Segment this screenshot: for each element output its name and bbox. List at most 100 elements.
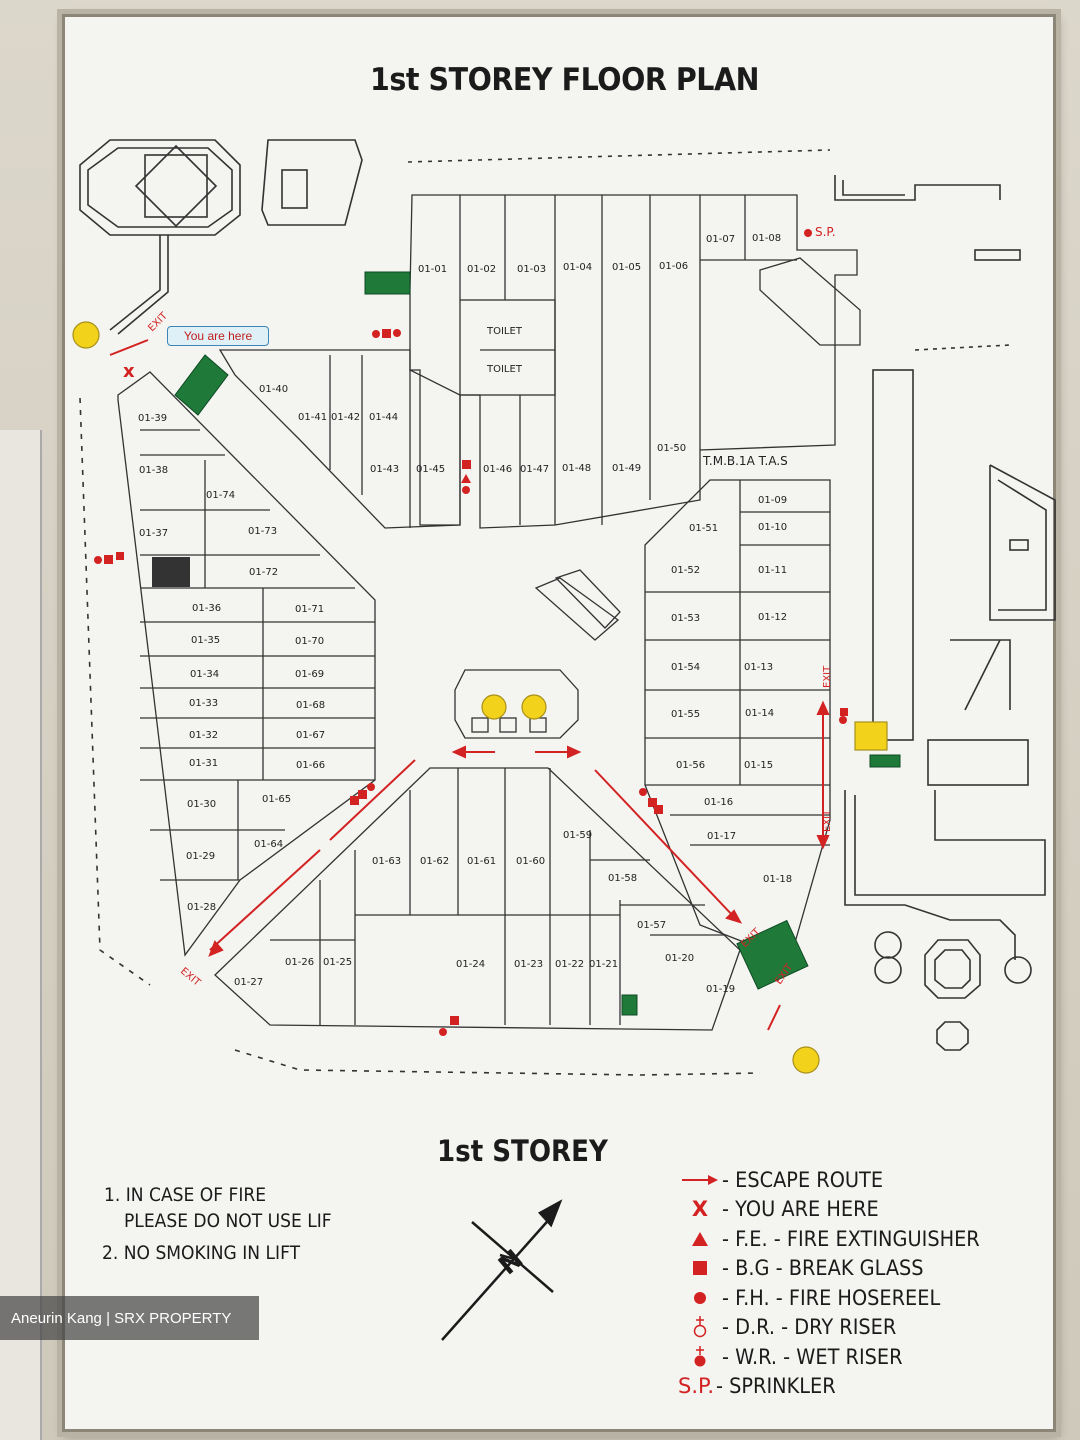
unit-label-01-31: 01-31 bbox=[189, 758, 218, 769]
exit-label-2: EXIT bbox=[822, 665, 833, 688]
unit-label-01-51: 01-51 bbox=[689, 523, 718, 534]
page-title: 1st STOREY FLOOR PLAN bbox=[370, 62, 760, 98]
unit-label-01-20: 01-20 bbox=[665, 953, 694, 964]
unit-label-01-30: 01-30 bbox=[187, 799, 216, 810]
unit-label-01-48: 01-48 bbox=[562, 463, 591, 474]
unit-label-01-45: 01-45 bbox=[416, 464, 445, 475]
unit-label-01-43: 01-43 bbox=[370, 464, 399, 475]
wet-riser-icon bbox=[678, 1345, 722, 1369]
adjacent-board-edge bbox=[0, 430, 42, 1440]
circle-icon bbox=[678, 1290, 722, 1306]
escape-arrow-icon bbox=[678, 1174, 722, 1186]
unit-label-01-39: 01-39 bbox=[138, 413, 167, 424]
exit-label-6: EXIT bbox=[178, 966, 203, 989]
unit-label-01-58: 01-58 bbox=[608, 873, 637, 884]
unit-label-01-47: 01-47 bbox=[520, 464, 549, 475]
unit-label-01-06: 01-06 bbox=[659, 261, 688, 272]
unit-label-01-41: 01-41 bbox=[298, 412, 327, 423]
lift-markers bbox=[72, 321, 888, 1074]
unit-label-01-12: 01-12 bbox=[758, 612, 787, 623]
unit-label-01-24: 01-24 bbox=[456, 959, 485, 970]
unit-label-01-56: 01-56 bbox=[676, 760, 705, 771]
stair-markers bbox=[174, 271, 901, 1016]
legend-row-escape: - ESCAPE ROUTE bbox=[678, 1166, 897, 1194]
legend-row-sprinkler: S.P. - SPRINKLER bbox=[678, 1374, 836, 1398]
unit-label-01-23: 01-23 bbox=[514, 959, 543, 970]
unit-label-01-53: 01-53 bbox=[671, 613, 700, 624]
escape-route-arrows bbox=[109, 339, 830, 1031]
unit-label-01-19: 01-19 bbox=[706, 984, 735, 995]
unit-label-01-52: 01-52 bbox=[671, 565, 700, 576]
unit-label-01-04: 01-04 bbox=[563, 262, 592, 273]
unit-label-01-07: 01-07 bbox=[706, 234, 735, 245]
unit-label-01-27: 01-27 bbox=[234, 977, 263, 988]
unit-label-01-63: 01-63 bbox=[372, 856, 401, 867]
shop-blocks bbox=[117, 194, 861, 1031]
tas-label: T.M.B.1A T.A.S bbox=[702, 454, 788, 468]
unit-label-01-33: 01-33 bbox=[189, 698, 218, 709]
unit-label-01-15: 01-15 bbox=[744, 760, 773, 771]
unit-label-01-62: 01-62 bbox=[420, 856, 449, 867]
unit-label-01-01: 01-01 bbox=[418, 264, 447, 275]
unit-label-01-29: 01-29 bbox=[186, 851, 215, 862]
unit-label-01-38: 01-38 bbox=[139, 465, 168, 476]
unit-label-01-73: 01-73 bbox=[248, 526, 277, 537]
unit-label-01-10: 01-10 bbox=[758, 522, 787, 533]
unit-label-01-37: 01-37 bbox=[139, 528, 168, 539]
legend-row-dry-riser: - D.R. - DRY RISER bbox=[678, 1313, 911, 1341]
toilet-label-1: TOILET bbox=[486, 326, 523, 337]
unit-label-01-18: 01-18 bbox=[763, 874, 792, 885]
unit-label-01-74: 01-74 bbox=[206, 490, 235, 501]
note-line-2: PLEASE DO NOT USE LIF bbox=[124, 1210, 332, 1232]
you-are-here-pin: You are here bbox=[167, 326, 269, 346]
unit-label-01-13: 01-13 bbox=[744, 662, 773, 673]
unit-label-01-36: 01-36 bbox=[192, 603, 221, 614]
note-line-1: 1. IN CASE OF FIRE bbox=[104, 1184, 267, 1206]
unit-label-01-49: 01-49 bbox=[612, 463, 641, 474]
legend-row-you-are-here: X - YOU ARE HERE bbox=[678, 1195, 892, 1223]
storey-subtitle: 1st STOREY bbox=[437, 1134, 608, 1168]
square-icon bbox=[678, 1260, 722, 1276]
fire-equipment-marks bbox=[94, 229, 848, 1036]
unit-label-01-42: 01-42 bbox=[331, 412, 360, 423]
watermark: Aneurin Kang | SRX PROPERTY bbox=[0, 1296, 259, 1340]
unit-label-01-21: 01-21 bbox=[589, 959, 618, 970]
stair-dark bbox=[152, 557, 190, 587]
unit-label-01-35: 01-35 bbox=[191, 635, 220, 646]
unit-label-01-61: 01-61 bbox=[467, 856, 496, 867]
unit-label-01-54: 01-54 bbox=[671, 662, 700, 673]
unit-label-01-32: 01-32 bbox=[189, 730, 218, 741]
legend-row-break-glass: - B.G - BREAK GLASS bbox=[678, 1254, 941, 1282]
unit-label-01-65: 01-65 bbox=[262, 794, 291, 805]
north-arrow-icon bbox=[441, 1199, 563, 1341]
unit-label-01-59: 01-59 bbox=[563, 830, 592, 841]
unit-label-01-02: 01-02 bbox=[467, 264, 496, 275]
you-are-here-x: x bbox=[123, 361, 135, 382]
note-line-3: 2. NO SMOKING IN LIFT bbox=[102, 1242, 301, 1264]
floor-plan-board bbox=[62, 14, 1056, 1432]
outer-structures bbox=[79, 139, 1056, 1076]
unit-label-01-55: 01-55 bbox=[671, 709, 700, 720]
unit-label-01-14: 01-14 bbox=[745, 708, 774, 719]
unit-label-01-60: 01-60 bbox=[516, 856, 545, 867]
unit-label-01-72: 01-72 bbox=[249, 567, 278, 578]
unit-label-01-67: 01-67 bbox=[296, 730, 325, 741]
unit-label-01-09: 01-09 bbox=[758, 495, 787, 506]
unit-label-01-26: 01-26 bbox=[285, 957, 314, 968]
legend-row-hosereel: - F.H. - FIRE HOSEREEL bbox=[678, 1284, 959, 1312]
unit-label-01-08: 01-08 bbox=[752, 233, 781, 244]
unit-label-01-68: 01-68 bbox=[296, 700, 325, 711]
unit-label-01-40: 01-40 bbox=[259, 384, 288, 395]
unit-label-01-66: 01-66 bbox=[296, 760, 325, 771]
unit-label-01-69: 01-69 bbox=[295, 669, 324, 680]
unit-label-01-22: 01-22 bbox=[555, 959, 584, 970]
unit-label-01-70: 01-70 bbox=[295, 636, 324, 647]
legend-row-wet-riser: - W.R. - WET RISER bbox=[678, 1343, 918, 1371]
unit-label-01-71: 01-71 bbox=[295, 604, 324, 615]
unit-label-01-05: 01-05 bbox=[612, 262, 641, 273]
unit-label-01-50: 01-50 bbox=[657, 443, 686, 454]
triangle-icon bbox=[678, 1231, 722, 1247]
unit-label-01-25: 01-25 bbox=[323, 957, 352, 968]
